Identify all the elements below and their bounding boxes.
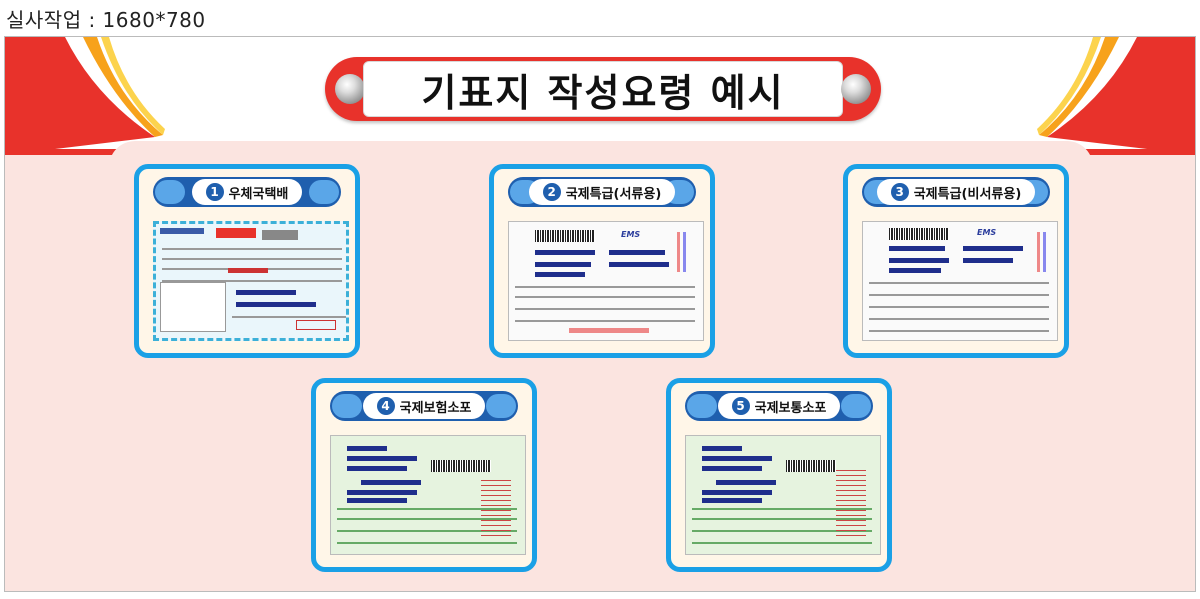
card-title: 국제특급(서류용) bbox=[565, 186, 662, 202]
form-image-intl-express-document: EMS bbox=[508, 221, 704, 341]
form-image-intl-standard-parcel bbox=[685, 435, 881, 555]
card-intl-standard-parcel: 5 국제보통소포 bbox=[666, 378, 892, 572]
card-title: 국제보통소포 bbox=[754, 400, 827, 416]
title-box: 기표지 작성요령 예시 bbox=[363, 61, 843, 117]
card-label: 3 국제특급(비서류용) bbox=[862, 177, 1050, 207]
card-title: 국제특급(비서류용) bbox=[913, 186, 1022, 202]
card-number-badge: 2 bbox=[542, 183, 561, 201]
disc-ornament-left bbox=[335, 74, 365, 104]
canvas-size-caption: 실사작업 : 1680*780 bbox=[6, 8, 206, 32]
card-intl-insured-parcel: 4 국제보험소포 bbox=[311, 378, 537, 572]
card-intl-express-non-document: 3 국제특급(비서류용) EMS bbox=[843, 164, 1069, 358]
card-label: 4 국제보험소포 bbox=[330, 391, 518, 421]
signboard: 기표지 작성요령 예시 1 우체국택배 bbox=[4, 36, 1196, 592]
card-number-badge: 3 bbox=[890, 183, 909, 201]
header-band: 기표지 작성요령 예시 bbox=[5, 37, 1195, 155]
card-label: 5 국제보통소포 bbox=[685, 391, 873, 421]
card-number-badge: 5 bbox=[731, 397, 750, 415]
form-image-intl-express-non-document: EMS bbox=[862, 221, 1058, 341]
card-title: 우체국택배 bbox=[228, 186, 289, 202]
card-intl-express-document: 2 국제특급(서류용) EMS bbox=[489, 164, 715, 358]
page-title: 기표지 작성요령 예시 bbox=[421, 70, 785, 115]
card-number-badge: 4 bbox=[376, 397, 395, 415]
card-label: 1 우체국택배 bbox=[153, 177, 341, 207]
card-number-badge: 1 bbox=[205, 183, 224, 201]
disc-ornament-right bbox=[841, 74, 871, 104]
form-image-intl-insured-parcel bbox=[330, 435, 526, 555]
title-banner: 기표지 작성요령 예시 bbox=[325, 57, 881, 121]
card-title: 국제보험소포 bbox=[399, 400, 472, 416]
card-label: 2 국제특급(서류용) bbox=[508, 177, 696, 207]
card-domestic-parcel: 1 우체국택배 bbox=[134, 164, 360, 358]
form-image-domestic-parcel bbox=[153, 221, 349, 341]
